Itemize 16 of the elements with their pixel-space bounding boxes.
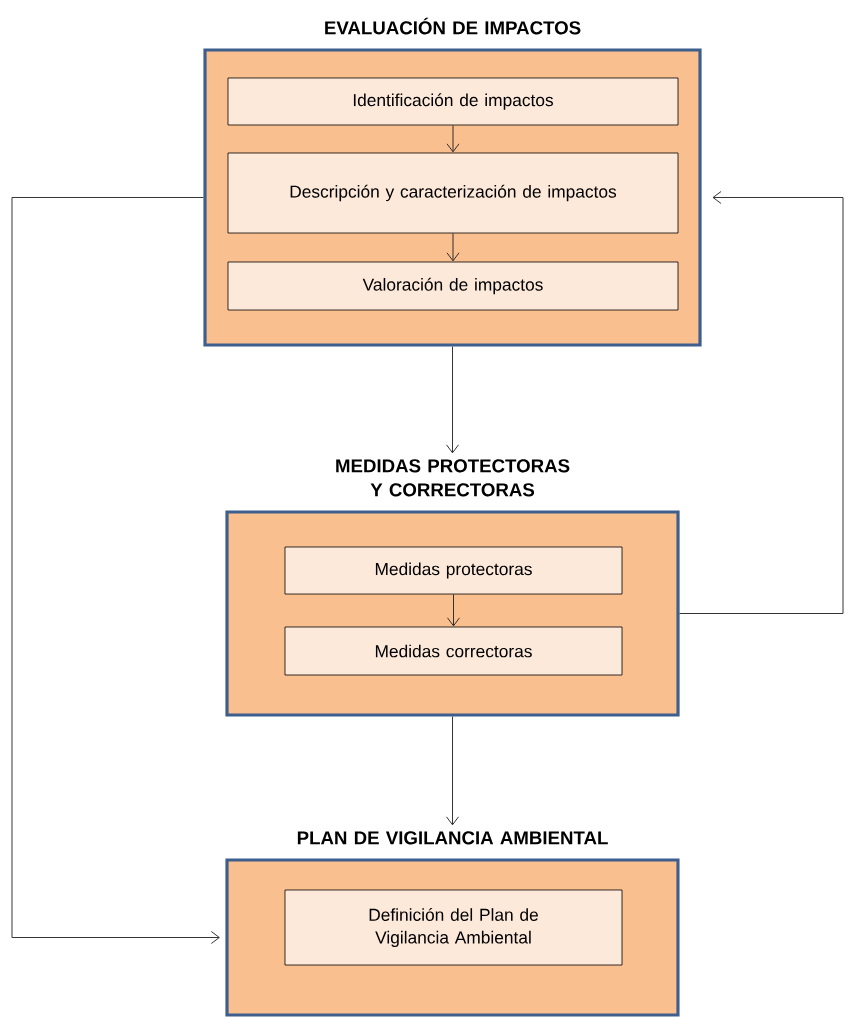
arrow xyxy=(446,232,460,262)
process-box: Valoración de impactos xyxy=(227,261,679,311)
node-label: PLAN DE VIGILANCIA AMBIENTAL xyxy=(297,831,608,845)
arrow xyxy=(446,124,460,153)
arrow xyxy=(446,716,459,826)
process-box: Medidas correctoras xyxy=(284,626,623,676)
arrow xyxy=(447,593,460,627)
node-label: MEDIDAS PROTECTORAS Y CORRECTORAS xyxy=(336,459,570,497)
process-box: Descripción y caracterización de impactos xyxy=(227,152,679,234)
node-label: EVALUACIÓN DE IMPACTOS xyxy=(325,17,581,35)
process-box: Medidas protectoras xyxy=(284,546,623,595)
process-box: Identificación de impactos xyxy=(227,77,679,126)
arrow xyxy=(11,197,220,944)
arrow xyxy=(679,191,844,614)
arrow xyxy=(446,346,459,454)
process-box: Definición del Plan de Vigilancia Ambiental xyxy=(284,889,623,966)
